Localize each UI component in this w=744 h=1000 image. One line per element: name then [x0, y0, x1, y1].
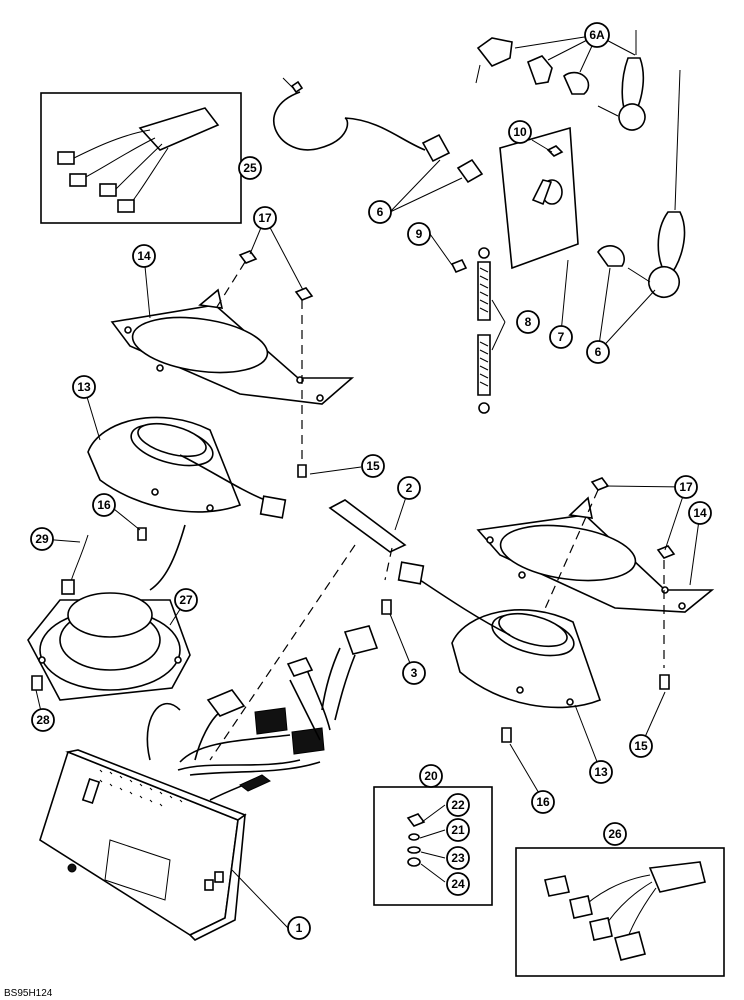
antenna-bracket-7	[450, 126, 579, 274]
radio-unit-1	[39, 749, 247, 941]
callout-27[interactable]: 27	[174, 588, 198, 612]
callout-22[interactable]: 22	[446, 793, 470, 817]
inset-hardware-20	[373, 786, 493, 906]
callout-14-right[interactable]: 14	[688, 501, 712, 525]
callout-9[interactable]: 9	[407, 222, 431, 246]
svg-text:6: 6	[595, 345, 602, 359]
callout-29[interactable]: 29	[30, 527, 54, 551]
svg-text:24: 24	[451, 877, 465, 891]
callout-20[interactable]: 20	[419, 764, 443, 788]
svg-text:13: 13	[77, 380, 91, 394]
svg-text:14: 14	[693, 506, 707, 520]
callout-6-right[interactable]: 6	[586, 340, 610, 364]
speaker-left-13	[87, 416, 287, 519]
callout-15-right[interactable]: 15	[629, 734, 653, 758]
speaker-27	[27, 524, 191, 701]
callout-7[interactable]: 7	[549, 325, 573, 349]
callout-16-left[interactable]: 16	[92, 493, 116, 517]
callout-3[interactable]: 3	[402, 661, 426, 685]
svg-text:27: 27	[179, 593, 193, 607]
callout-25[interactable]: 25	[238, 156, 262, 180]
callout-13-right[interactable]: 13	[589, 760, 613, 784]
svg-text:25: 25	[243, 161, 257, 175]
svg-text:29: 29	[35, 532, 49, 546]
svg-text:16: 16	[536, 795, 550, 809]
reference-code: BS95H124	[4, 988, 53, 999]
callout-2[interactable]: 2	[397, 476, 421, 500]
callout-1[interactable]: 1	[287, 916, 311, 940]
speaker-bracket-left-14	[110, 288, 355, 405]
callout-13-left[interactable]: 13	[72, 375, 96, 399]
callout-23[interactable]: 23	[446, 846, 470, 870]
antenna-parts-6a	[475, 30, 646, 131]
callout-6-top[interactable]: 6	[368, 200, 392, 224]
callout-24[interactable]: 24	[446, 872, 470, 896]
svg-text:23: 23	[451, 851, 465, 865]
svg-text:22: 22	[451, 798, 465, 812]
svg-text:15: 15	[366, 459, 380, 473]
svg-text:26: 26	[608, 827, 622, 841]
svg-text:1: 1	[296, 921, 303, 935]
callout-17-left[interactable]: 17	[253, 206, 277, 230]
svg-text:14: 14	[137, 249, 151, 263]
antenna-cable-6	[273, 77, 484, 184]
radio-harness	[146, 625, 379, 801]
svg-text:6: 6	[377, 205, 384, 219]
svg-text:28: 28	[36, 713, 50, 727]
antenna-right-6	[597, 69, 686, 298]
svg-text:7: 7	[558, 330, 565, 344]
callout-16-right[interactable]: 16	[531, 790, 555, 814]
callout-17-right[interactable]: 17	[674, 475, 698, 499]
callout-6a[interactable]: 6A	[584, 22, 610, 48]
callout-15-left[interactable]: 15	[361, 454, 385, 478]
svg-text:3: 3	[411, 666, 418, 680]
inset-harness-25	[40, 92, 242, 224]
wire-29	[61, 534, 89, 595]
svg-text:17: 17	[258, 211, 272, 225]
ground-strap-8	[477, 247, 491, 414]
svg-text:20: 20	[424, 769, 438, 783]
callout-10[interactable]: 10	[508, 120, 532, 144]
svg-text:21: 21	[451, 823, 465, 837]
svg-text:9: 9	[416, 227, 423, 241]
svg-text:16: 16	[97, 498, 111, 512]
svg-text:15: 15	[634, 739, 648, 753]
svg-text:17: 17	[679, 480, 693, 494]
svg-text:6A: 6A	[589, 28, 605, 42]
speaker-bracket-right-14	[476, 496, 715, 613]
svg-text:8: 8	[525, 315, 532, 329]
inset-harness-26	[515, 847, 725, 977]
callout-8[interactable]: 8	[516, 310, 540, 334]
callout-26[interactable]: 26	[603, 822, 627, 846]
svg-text:2: 2	[406, 481, 413, 495]
callout-21[interactable]: 21	[446, 818, 470, 842]
callout-14-left[interactable]: 14	[132, 244, 156, 268]
svg-text:13: 13	[594, 765, 608, 779]
speaker-right-13	[397, 561, 602, 709]
mounting-strip-2	[328, 499, 407, 553]
callout-28[interactable]: 28	[31, 708, 55, 732]
svg-text:10: 10	[513, 125, 527, 139]
